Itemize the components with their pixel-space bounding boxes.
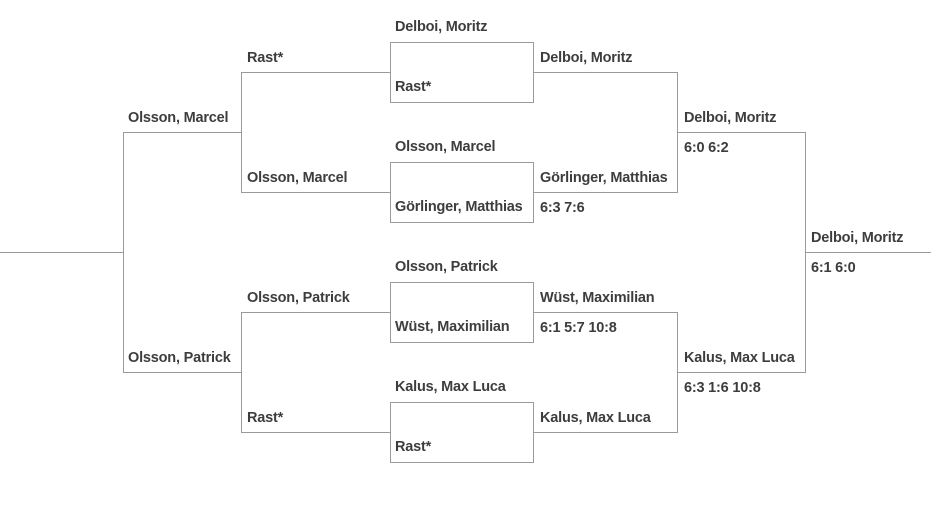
connector-line xyxy=(0,252,124,253)
match-box-4 xyxy=(390,402,534,463)
connector-line xyxy=(241,72,391,73)
winner-name: Görlinger, Matthias xyxy=(540,170,668,186)
match-box-1 xyxy=(390,42,534,103)
player-name: Olsson, Marcel xyxy=(395,139,496,155)
connector-line xyxy=(533,192,678,193)
player-name: Rast* xyxy=(395,439,432,455)
player-name: Olsson, Patrick xyxy=(247,290,350,306)
connector-line xyxy=(241,312,242,433)
connector-line xyxy=(677,132,806,133)
connector-line xyxy=(241,432,391,433)
player-name: Rast* xyxy=(395,79,432,95)
winner-name: Delboi, Moritz xyxy=(811,230,904,246)
player-name: Delboi, Moritz xyxy=(395,19,488,35)
connector-line xyxy=(241,72,242,193)
connector-line xyxy=(677,372,806,373)
match-score: 6:3 7:6 xyxy=(540,200,585,216)
winner-name: Kalus, Max Luca xyxy=(540,410,651,426)
player-name: Wüst, Maximilian xyxy=(395,319,510,335)
connector-line xyxy=(241,312,391,313)
match-score: 6:0 6:2 xyxy=(684,140,729,156)
player-name: Kalus, Max Luca xyxy=(395,379,506,395)
connector-line xyxy=(533,312,678,313)
connector-line xyxy=(533,432,678,433)
winner-name: Kalus, Max Luca xyxy=(684,350,795,366)
connector-line xyxy=(241,192,391,193)
player-name: Görlinger, Matthias xyxy=(395,199,523,215)
player-name: Rast* xyxy=(247,50,284,66)
player-name: Olsson, Marcel xyxy=(247,170,348,186)
connector-line xyxy=(533,72,678,73)
winner-name: Olsson, Marcel xyxy=(128,110,229,126)
connector-line xyxy=(805,252,931,253)
match-box-2 xyxy=(390,162,534,223)
winner-name: Delboi, Moritz xyxy=(684,110,777,126)
winner-name: Wüst, Maximilian xyxy=(540,290,655,306)
connector-line xyxy=(123,132,242,133)
match-box-3 xyxy=(390,282,534,343)
player-name: Olsson, Patrick xyxy=(395,259,498,275)
connector-line xyxy=(123,372,242,373)
match-score: 6:1 6:0 xyxy=(811,260,856,276)
winner-name: Olsson, Patrick xyxy=(128,350,231,366)
player-name: Rast* xyxy=(247,410,284,426)
connector-line xyxy=(123,132,124,373)
match-score: 6:3 1:6 10:8 xyxy=(684,380,761,396)
winner-name: Delboi, Moritz xyxy=(540,50,633,66)
match-score: 6:1 5:7 10:8 xyxy=(540,320,617,336)
